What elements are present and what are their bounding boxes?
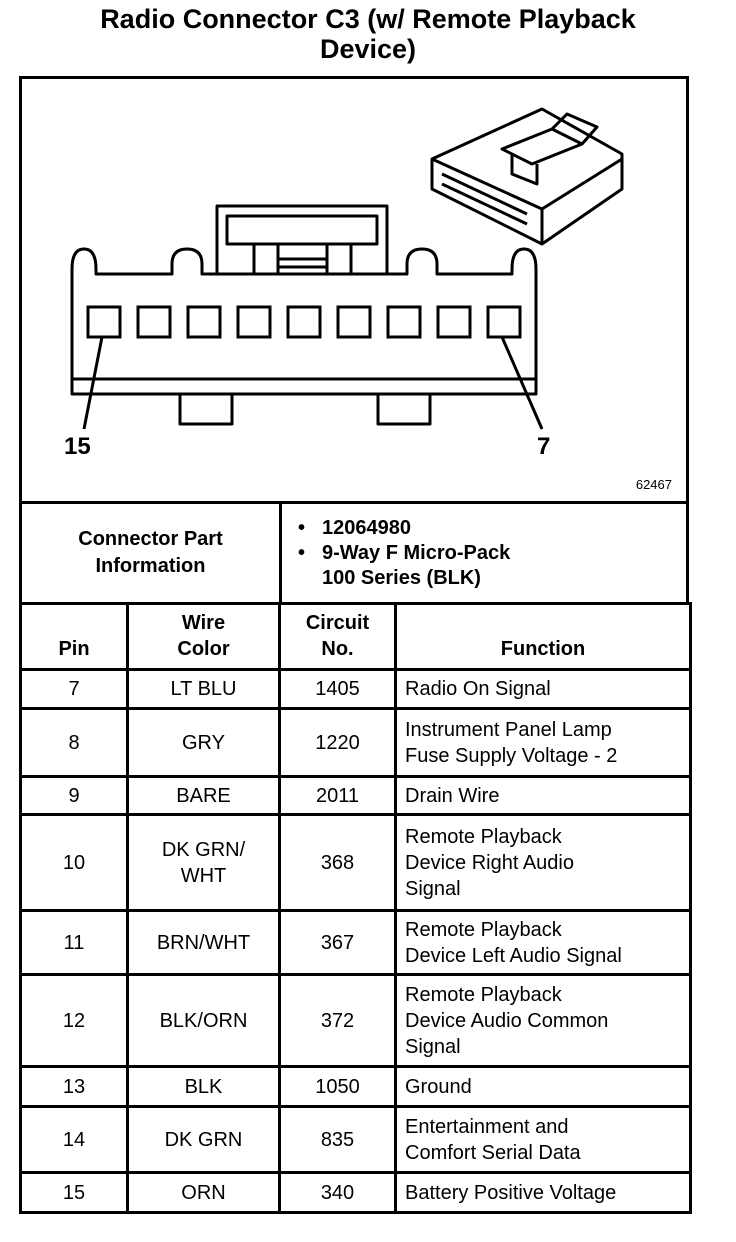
cell-wire-color: BRN/WHT (126, 909, 281, 976)
pin-cavities (86, 305, 522, 339)
pin-cavity-8 (436, 305, 472, 339)
cell-circuit-no: 1405 (278, 668, 397, 710)
pin-label-7: 7 (537, 433, 550, 460)
cell-circuit-no: 368 (278, 813, 397, 912)
cell-wire-color: DK GRN/WHT (126, 813, 281, 912)
cell-pin: 15 (19, 1171, 129, 1214)
header-function: Function (394, 602, 692, 671)
connector-type: 9-Way F Micro-Pack (298, 541, 686, 566)
header-wire-color: Wire Color (126, 602, 281, 671)
cell-circuit-no: 340 (278, 1171, 397, 1214)
pin-cavity-14 (136, 305, 172, 339)
cell-function: Ground (394, 1065, 692, 1108)
pin-label-15: 15 (64, 433, 91, 460)
cell-pin: 14 (19, 1105, 129, 1174)
cell-function: Drain Wire (394, 775, 692, 816)
cell-wire-color: ORN (126, 1171, 281, 1214)
cell-wire-color: LT BLU (126, 668, 281, 710)
cell-pin: 13 (19, 1065, 129, 1108)
bottom-tab-right (376, 392, 432, 426)
cell-wire-color: GRY (126, 707, 281, 778)
cell-pin: 11 (19, 909, 129, 976)
figure-number: 62467 (635, 477, 672, 492)
pin-cavity-15 (86, 305, 122, 339)
cell-circuit-no: 1050 (278, 1065, 397, 1108)
connector-info-table: Connector Part Information 12064980 9-Wa… (19, 501, 689, 605)
leader-line-15 (82, 336, 104, 430)
title-line-1: Radio Connector C3 (w/ Remote Playback (100, 4, 636, 34)
cell-function: Radio On Signal (394, 668, 692, 710)
connector-latch (215, 204, 389, 276)
cell-pin: 10 (19, 813, 129, 912)
connector-part-number: 12064980 (298, 516, 686, 541)
pin-cavity-12 (236, 305, 272, 339)
leader-line-7 (500, 336, 544, 430)
bottom-tab-left (178, 392, 234, 426)
connector-icon (430, 107, 624, 246)
pin-cavity-7 (486, 305, 522, 339)
title-line-2: Device) (319, 34, 417, 64)
connector-info-values: 12064980 9-Way F Micro-Pack 100 Series (… (279, 501, 689, 605)
cell-circuit-no: 835 (278, 1105, 397, 1174)
cell-pin: 9 (19, 775, 129, 816)
cell-pin: 7 (19, 668, 129, 710)
header-circuit-no: Circuit No. (278, 602, 397, 671)
connector-body (70, 247, 538, 396)
connector-series: 100 Series (BLK) (322, 566, 481, 589)
cell-circuit-no: 372 (278, 973, 397, 1068)
cell-function: Battery Positive Voltage (394, 1171, 692, 1214)
cell-circuit-no: 1220 (278, 707, 397, 778)
cell-pin: 8 (19, 707, 129, 778)
cell-wire-color: BLK/ORN (126, 973, 281, 1068)
cell-pin: 12 (19, 973, 129, 1068)
connector-info-label: Connector Part Information (19, 501, 282, 605)
page-title: Radio Connector C3 (w/ Remote Playback D… (0, 4, 736, 64)
pin-cavity-11 (286, 305, 322, 339)
pin-cavity-9 (386, 305, 422, 339)
cell-wire-color: DK GRN (126, 1105, 281, 1174)
connector-diagram: 15 7 62467 (19, 76, 689, 501)
cell-circuit-no: 2011 (278, 775, 397, 816)
connector-drawing: 15 7 (64, 107, 624, 460)
cell-circuit-no: 367 (278, 909, 397, 976)
header-pin: Pin (19, 602, 129, 671)
pin-cavity-13 (186, 305, 222, 339)
pin-cavity-10 (336, 305, 372, 339)
cell-wire-color: BARE (126, 775, 281, 816)
cell-wire-color: BLK (126, 1065, 281, 1108)
